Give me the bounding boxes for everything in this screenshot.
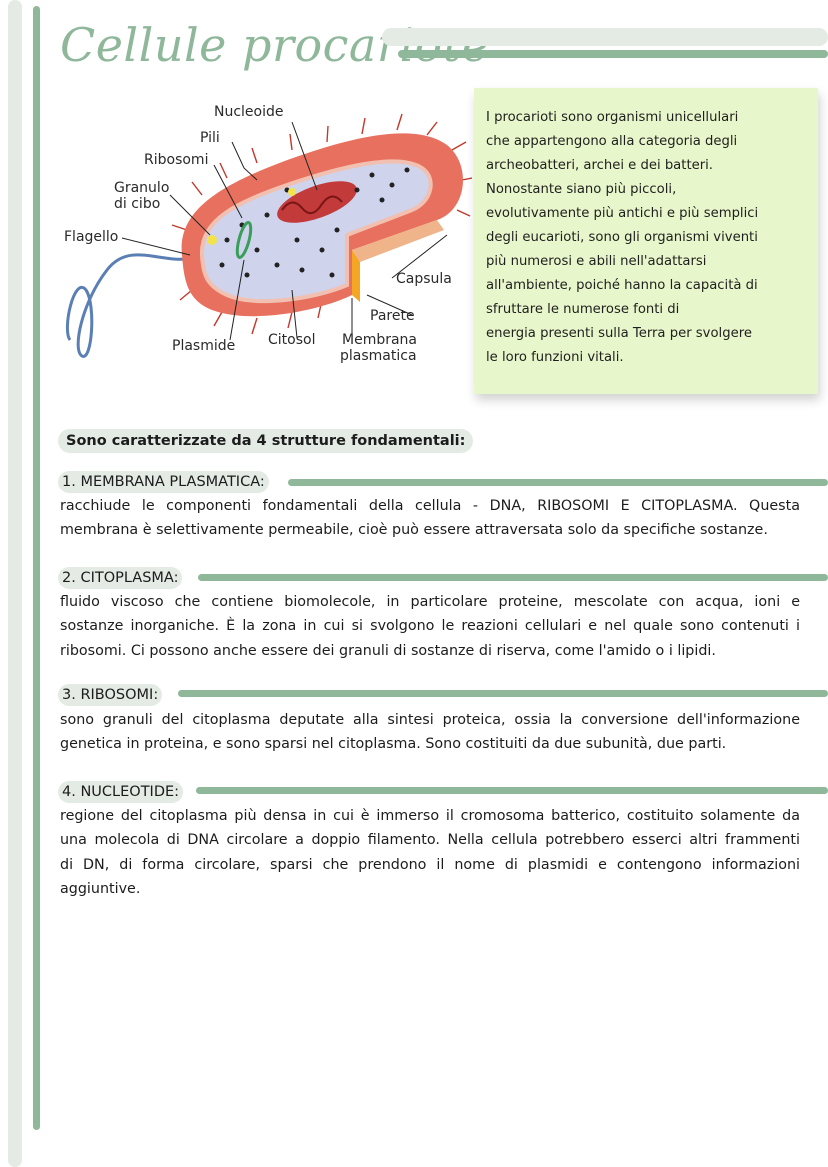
info-line: le loro funzioni vitali. (486, 350, 624, 365)
section-heading-text: CITOPLASMA: (80, 570, 179, 586)
section-number: 3. (62, 687, 76, 703)
info-line: che appartengono alla categoria degli (486, 134, 738, 149)
body-line: genetica in proteina, e sono sparsi nel … (60, 736, 727, 753)
info-line: all'ambiente, poiché hanno la capacità d… (486, 278, 758, 293)
section-divider (198, 574, 828, 581)
leader-lines (121, 121, 448, 341)
body-line: sostanze inorganiche. È la zona in cui s… (60, 618, 800, 635)
margin-bar-outer (8, 0, 22, 1167)
cell-illustration (65, 113, 473, 358)
info-line: archeobatteri, archei e dei batteri. (486, 158, 714, 173)
section-divider (178, 690, 828, 697)
body-line: una molecola di DNA circolare a doppio f… (60, 832, 800, 849)
section-heading-pill: 1. MEMBRANA PLASMATICA: (58, 471, 269, 493)
label-parete: Parete (370, 308, 415, 324)
flagellum (65, 253, 193, 358)
prokaryote-diagram: Nucleoide Pili Ribosomi Granulo di cibo … (52, 90, 473, 390)
nucleoid (277, 181, 357, 223)
label-pili: Pili (200, 130, 220, 146)
info-text: I procarioti sono organismi unicellulari… (486, 106, 806, 370)
label-granulo: Granulo (114, 180, 170, 196)
title-bar-light (382, 28, 828, 46)
ribosome-dots (219, 167, 410, 278)
info-line: Nonostante siano più piccoli, (486, 182, 677, 197)
margin-bar-inner (33, 6, 40, 1130)
label-plasmatica: plasmatica (340, 348, 417, 364)
section-heading-pill: 3. RIBOSOMI: (58, 684, 163, 706)
section-heading-pill: 2. CITOPLASMA: (58, 567, 183, 589)
info-line: I procarioti sono organismi unicellulari (486, 110, 739, 125)
dna-strand (281, 195, 343, 215)
body-line: aggiuntive. (60, 881, 141, 898)
info-line: sfruttare le numerose fonti di (486, 302, 680, 317)
info-line: energia presenti sulla Terra per svolger… (486, 326, 752, 341)
info-line: più numerosi e abili nell'adattarsi (486, 254, 707, 269)
plasmid (235, 221, 253, 259)
body-line: membrana è selettivamente permeabile, ci… (60, 522, 768, 539)
label-nucleoide: Nucleoide (214, 104, 284, 120)
section-heading-text: NUCLEOTIDE: (80, 784, 180, 800)
body-line: ribosomi. Ci possono anche essere dei gr… (60, 642, 716, 659)
section-number: 4. (62, 784, 76, 800)
membrane-cut (352, 250, 360, 302)
title-bar-dark (398, 50, 828, 58)
info-line: degli eucarioti, sono gli organismi vive… (486, 230, 758, 245)
food-granule (288, 188, 296, 196)
section-divider (196, 787, 828, 794)
section-body-citoplasma: fluido viscoso che contiene biomolecole,… (60, 590, 800, 663)
info-box: I procarioti sono organismi unicellulari… (474, 88, 818, 394)
body-line: racchiude le componenti fondamentali del… (60, 498, 800, 514)
pili-spikes (171, 113, 473, 335)
cell-wall-cut (352, 220, 444, 262)
label-membrana: Membrana (342, 332, 418, 348)
section-heading-text: MEMBRANA PLASMATICA: (80, 474, 265, 490)
label-ribosomi: Ribosomi (144, 152, 209, 168)
section-body-ribosomi: sono granuli del citoplasma deputate all… (60, 708, 800, 757)
section-divider (288, 479, 828, 486)
section-number: 1. (62, 474, 76, 490)
section-heading-pill: 4. NUCLEOTIDE: (58, 781, 184, 803)
section-body-membrana: racchiude le componenti fondamentali del… (60, 494, 800, 543)
section-heading-text: RIBOSOMI: (80, 687, 159, 703)
body-line: di DN, di forma circolare, sparsi che pr… (60, 856, 800, 873)
label-di-cibo: di cibo (114, 196, 161, 212)
section-subtitle: Sono caratterizzate da 4 strutture fonda… (58, 429, 474, 453)
section-body-nucleotide: regione del citoplasma più densa in cui … (60, 804, 800, 902)
label-plasmide: Plasmide (172, 338, 236, 354)
food-granule (207, 235, 217, 245)
label-flagello: Flagello (64, 229, 119, 245)
body-line: fluido viscoso che contiene biomolecole,… (60, 594, 800, 610)
cytoplasm (199, 159, 433, 304)
body-line: regione del citoplasma più densa in cui … (60, 808, 800, 824)
info-line: evolutivamente più antichi e più semplic… (486, 206, 759, 221)
label-citosol: Citosol (268, 332, 316, 348)
body-line: sono granuli del citoplasma deputate all… (60, 712, 800, 728)
section-number: 2. (62, 570, 76, 586)
label-capsula: Capsula (396, 271, 452, 287)
